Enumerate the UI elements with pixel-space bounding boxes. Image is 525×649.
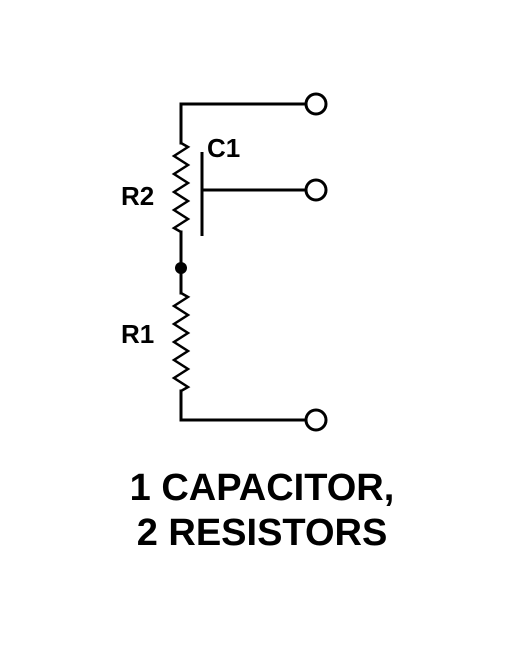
- resistor-r1-symbol: [171, 291, 191, 393]
- caption-line-2: 2 RESISTORS: [137, 512, 388, 554]
- terminal-bottom: [304, 408, 328, 432]
- label-r2: R2: [121, 181, 154, 211]
- label-c1: C1: [207, 133, 240, 163]
- caption-line-1: 1 CAPACITOR,: [130, 467, 395, 509]
- terminal-middle: [304, 178, 328, 202]
- top-wire: [179, 102, 307, 145]
- label-r1: R1: [121, 319, 154, 349]
- bottom-wire: [179, 389, 307, 422]
- resistor-r2-symbol: [171, 141, 191, 234]
- terminal-top: [304, 92, 328, 116]
